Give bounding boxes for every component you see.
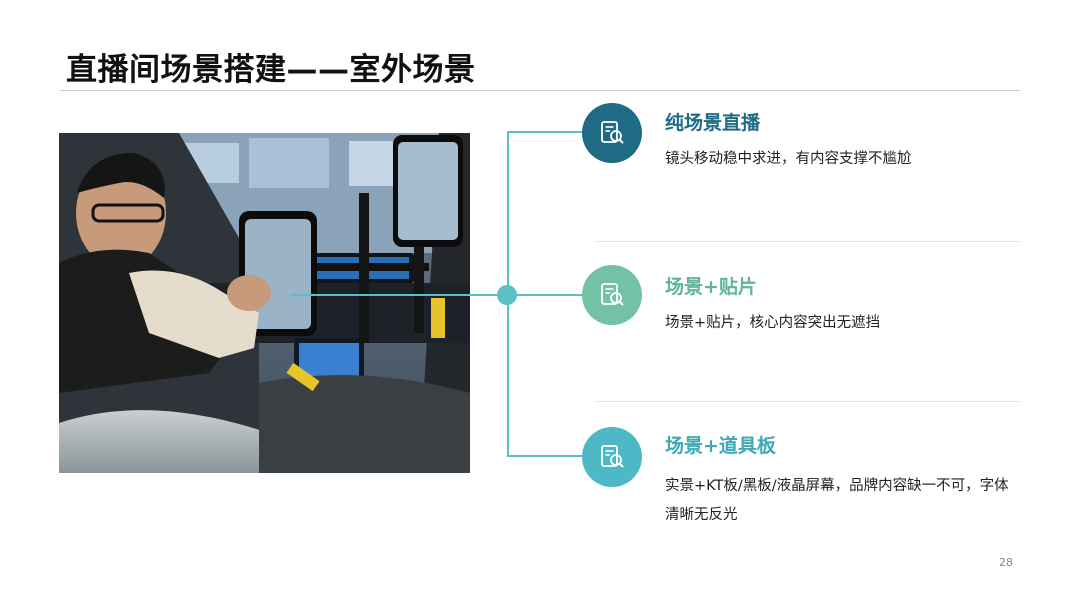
item-3-description: 实景+KT板/黑板/液晶屏幕，品牌内容缺一不可，字体清晰无反光 [665, 478, 1009, 523]
car-interior-illustration [59, 133, 470, 473]
livestream-photo [59, 133, 470, 473]
item-separator-1 [595, 241, 1020, 242]
connector-bottom [507, 455, 585, 457]
title-divider [60, 90, 1020, 91]
item-2-description: 场景+贴片，核心内容突出无遮挡 [665, 315, 881, 331]
page-title: 直播间场景搭建——室外场景 [66, 52, 476, 88]
connector-dot [497, 285, 517, 305]
connector-top [507, 131, 585, 133]
item-3-title: 场景+道具板 [665, 435, 776, 457]
item-3-icon-circle [582, 427, 642, 487]
item-1-description: 镜头移动稳中求进，有内容支撑不尴尬 [665, 151, 912, 167]
item-2-icon-circle [582, 265, 642, 325]
item-1-title: 纯场景直播 [665, 112, 761, 134]
item-separator-2 [595, 401, 1020, 402]
connector-middle [290, 294, 585, 296]
document-search-icon [601, 445, 624, 468]
document-search-icon [601, 121, 624, 144]
item-2-title: 场景+贴片 [665, 276, 757, 298]
document-search-icon [601, 283, 624, 306]
item-1-icon-circle [582, 103, 642, 163]
page-number: 28 [999, 556, 1013, 569]
